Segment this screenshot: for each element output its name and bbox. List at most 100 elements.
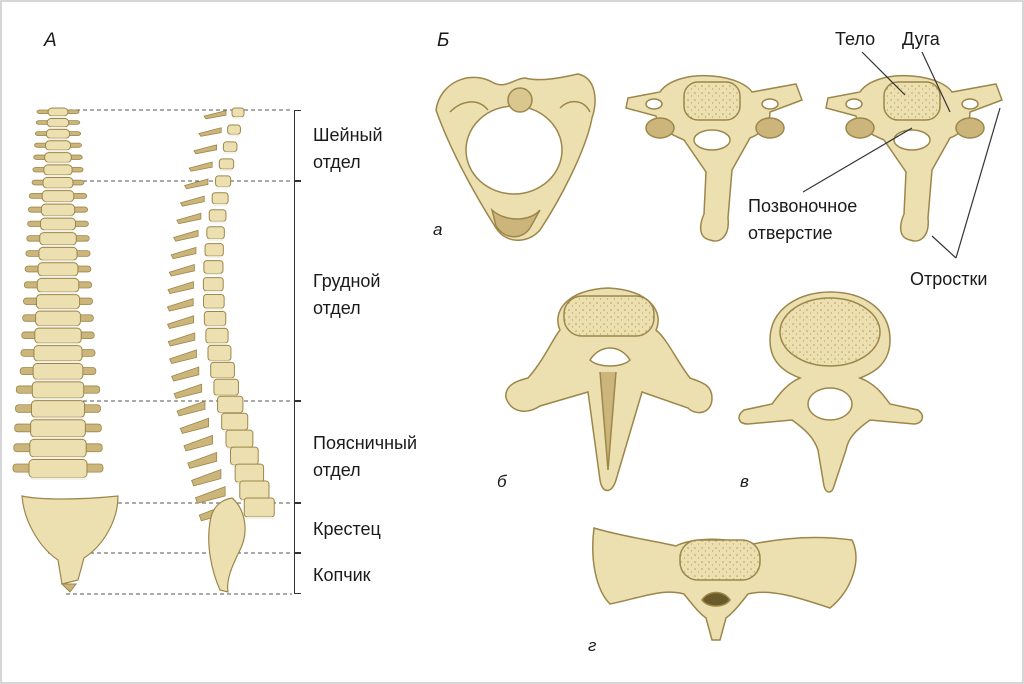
side-disc (245, 517, 274, 519)
side-spinous-process (167, 332, 196, 347)
side-spinous-process (168, 263, 195, 277)
side-vertebra (213, 378, 239, 396)
front-vertebra (31, 381, 85, 399)
front-vertebra (44, 152, 72, 163)
front-vertebra (30, 419, 86, 438)
spine-front-view (12, 107, 119, 593)
side-disc (204, 308, 224, 311)
side-disc (208, 360, 230, 363)
side-sacrum (208, 497, 246, 593)
vertebra-lumbar (738, 291, 924, 493)
side-spinous-process (166, 298, 194, 312)
side-disc (210, 221, 225, 224)
side-vertebra (217, 395, 244, 414)
front-vertebra (43, 164, 73, 176)
side-disc (205, 325, 225, 328)
front-disc (45, 188, 71, 191)
side-spinous-process (183, 434, 213, 452)
side-spinous-process (193, 144, 217, 155)
side-spinous-process (198, 127, 222, 137)
front-disc (38, 308, 78, 312)
front-sacrum (21, 495, 119, 585)
bracket-cervical (294, 110, 303, 181)
bracket-lumbar (294, 401, 303, 503)
front-vertebra (30, 400, 86, 418)
side-spinous-process (169, 349, 197, 364)
callout-body: Тело (835, 29, 876, 49)
sub-label-a: а (433, 220, 443, 239)
side-spinous-process (166, 315, 195, 330)
front-disc (48, 138, 68, 141)
bracket-thoracic (294, 181, 303, 401)
side-spinous-process (187, 451, 218, 469)
side-vertebra (215, 175, 232, 188)
side-spinous-process (194, 486, 226, 504)
side-spinous-process (173, 229, 199, 242)
side-disc (228, 134, 240, 137)
front-disc (43, 215, 73, 219)
side-vertebra (227, 124, 241, 135)
side-vertebra (203, 294, 225, 309)
front-vertebra (37, 262, 79, 277)
front-disc (40, 275, 76, 279)
front-disc (31, 477, 85, 480)
front-vertebra (40, 217, 76, 231)
front-disc (40, 260, 76, 263)
side-vertebra (207, 344, 232, 361)
bracket-coccyx (294, 553, 303, 594)
side-spinous-process (179, 195, 205, 207)
side-vertebra (218, 158, 235, 170)
front-vertebra (32, 363, 84, 380)
side-vertebra (221, 412, 249, 431)
front-disc (41, 244, 75, 248)
vertebra-cervical-labelled (825, 74, 1003, 242)
side-spinous-process (179, 417, 210, 434)
spine-lateral-view (166, 107, 275, 593)
front-coccyx (60, 583, 77, 593)
side-vertebra (210, 361, 235, 379)
region-label-coccyx: Копчик (313, 565, 371, 585)
front-disc (31, 457, 85, 460)
front-vertebra (35, 294, 81, 310)
front-vertebra (39, 232, 77, 246)
side-vertebra (234, 463, 265, 483)
front-disc (32, 436, 84, 440)
side-vertebra (222, 141, 238, 153)
side-disc (233, 117, 243, 119)
front-vertebra (35, 310, 81, 327)
callout-lines (802, 51, 1001, 259)
front-disc (49, 126, 67, 130)
sub-label-g: г (588, 636, 597, 655)
vertebra-thoracic (505, 287, 713, 492)
callout-processes: Отростки (910, 269, 988, 289)
front-vertebra (34, 327, 82, 344)
side-vertebra (239, 480, 270, 501)
side-spinous-process (188, 161, 213, 172)
side-vertebra (203, 260, 224, 275)
front-disc (35, 361, 81, 364)
front-vertebra (45, 140, 71, 151)
side-spinous-process (173, 383, 203, 399)
side-vertebra (243, 497, 275, 518)
front-disc (36, 343, 80, 346)
side-vertebra (204, 243, 224, 257)
bracket-sacrum (294, 503, 303, 553)
panel-label-a: А (44, 30, 57, 51)
side-disc (206, 256, 223, 259)
front-vertebra (45, 128, 71, 139)
side-spinous-process (183, 178, 209, 190)
side-disc (213, 203, 228, 206)
front-disc (34, 398, 82, 401)
front-vertebra (28, 459, 88, 478)
side-spinous-process (191, 468, 222, 487)
front-vertebra (41, 190, 75, 203)
side-disc (207, 238, 224, 241)
side-disc (204, 290, 223, 293)
front-disc (47, 150, 69, 153)
